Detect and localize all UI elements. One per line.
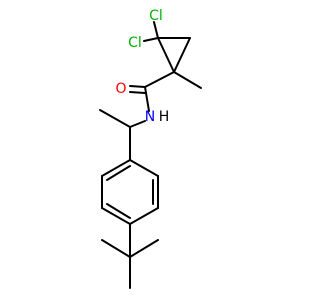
bond-methyl [173, 71, 202, 89]
chlorine-label-top: Cl [149, 8, 163, 24]
nitrogen-label: N [145, 109, 155, 125]
bond-n-ch [129, 120, 146, 128]
bond-c-cl-left [143, 37, 159, 42]
chlorine-label-left: Cl [128, 35, 142, 51]
bond-ch2-cquat [173, 37, 191, 73]
benzene-bond-3 [129, 207, 159, 225]
benzene-bond-1 [129, 159, 159, 177]
benzene-double-3 [106, 165, 131, 181]
bond-carbonyl-o-2 [129, 91, 146, 94]
bond-carbonyl-o-1 [129, 85, 146, 88]
bond-c-cl-top [153, 21, 159, 39]
benzene-bond-6 [101, 159, 131, 177]
benzene-double-2 [106, 203, 131, 219]
bond-cquat-carbonyl [144, 71, 175, 88]
bond-ccl2-cquat [157, 37, 175, 73]
bond-tbutyl-me-left [101, 239, 131, 258]
hydrogen-label: H [159, 109, 170, 125]
bond-tbutyl-me-right [129, 239, 159, 258]
oxygen-label: O [115, 81, 126, 97]
bond-carbonyl-n [144, 86, 150, 112]
bond-ch-methyl [99, 109, 131, 128]
molecule-structure-diagram: Cl Cl O N H [99, 8, 202, 289]
benzene-bond-4 [101, 207, 131, 225]
